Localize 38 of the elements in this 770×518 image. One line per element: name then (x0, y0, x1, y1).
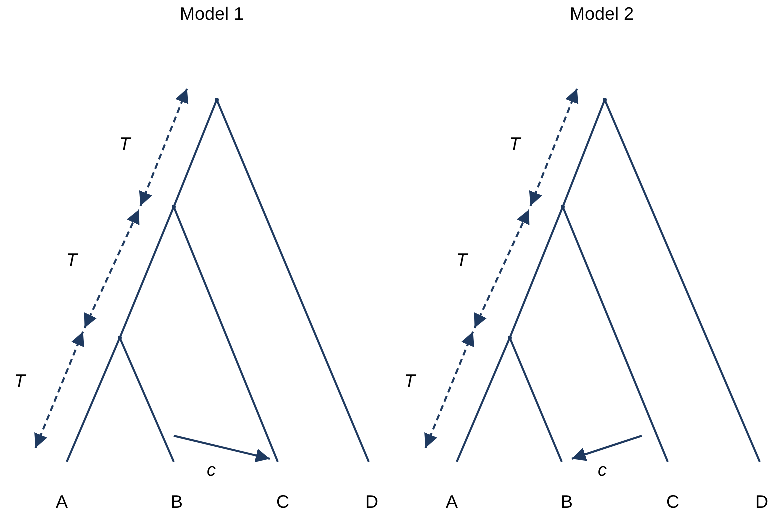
tree-branch (119, 338, 175, 462)
tree-branch (119, 206, 175, 338)
branch-point (215, 98, 219, 102)
dimension-label: T (120, 134, 130, 154)
branch-point (172, 205, 176, 209)
branch-point (508, 336, 512, 340)
taxon-label: A (48, 462, 76, 512)
dimension-label: T (14, 371, 26, 391)
branch-point (118, 336, 122, 340)
panel-title: Model 1 (180, 4, 244, 24)
tree-branch (173, 206, 279, 462)
tree-branch (562, 100, 606, 208)
edge-label: c (598, 460, 607, 480)
dimension-label: T (404, 371, 416, 391)
taxon-label: D (748, 462, 770, 512)
taxon-label: C (659, 462, 687, 512)
taxon-label: B (163, 462, 191, 512)
taxon-label: B (553, 462, 581, 512)
migration-arrow (572, 435, 642, 462)
taxon-label: D (358, 462, 386, 512)
dimension-label: T (510, 134, 520, 154)
tree-branch (604, 100, 761, 462)
branch-point (603, 98, 607, 102)
dimension-label: T (456, 250, 468, 270)
branch-point (561, 205, 565, 209)
tree-branch (66, 338, 121, 462)
tree-branch (173, 100, 218, 208)
tree-branch (456, 338, 511, 462)
taxon-label: A (438, 462, 466, 512)
panel-title: Model 2 (570, 4, 634, 24)
migration-arrow (174, 435, 270, 463)
dimension-label: T (66, 250, 78, 270)
tree-branch (216, 100, 370, 462)
edge-label: c (207, 460, 216, 480)
tree-branch (509, 338, 563, 462)
taxon-label: C (269, 462, 297, 512)
tree-branch (509, 206, 564, 338)
tree-branch (562, 206, 669, 462)
